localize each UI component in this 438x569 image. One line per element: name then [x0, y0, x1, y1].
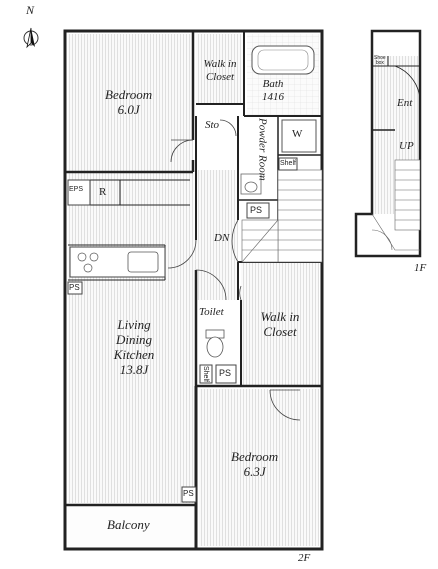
- shelf-box-toilet: [199, 364, 213, 384]
- room-size: 13.8J: [119, 361, 149, 377]
- label-line-1: Living: [117, 317, 151, 332]
- ps-box-mid: [246, 202, 270, 219]
- room-size: 1416: [262, 90, 284, 103]
- room-balcony: Balcony: [107, 517, 150, 532]
- label-eps: EPS: [69, 186, 84, 193]
- room-walk-in-closet-mid: Walk in Closet: [250, 309, 310, 340]
- ps-box-toilet: [215, 364, 237, 384]
- label-ps-kitchen: PS: [69, 283, 80, 292]
- label-ps-mid: PS: [250, 205, 263, 215]
- room-size: 6.0J: [117, 101, 140, 117]
- floor-label-1f: 1F: [414, 262, 427, 274]
- room-powder-room: Powder Room: [256, 118, 269, 181]
- room-walk-in-closet-top: Walk in Closet: [197, 58, 243, 83]
- label-line-1: Walk in: [203, 58, 237, 70]
- label-line-2: Closet: [205, 70, 235, 83]
- room-name: Bedroom: [105, 87, 153, 102]
- bedroom-bottom-floor: [199, 389, 319, 546]
- room-toilet: Toilet: [199, 306, 224, 318]
- label-line-1: Walk in: [260, 309, 300, 324]
- label-line-2: box: [375, 60, 384, 66]
- shelf-box-top: [278, 157, 298, 171]
- first-floor: [354, 29, 422, 258]
- floor-label-2f: 2F: [298, 552, 311, 564]
- label-fridge: R: [99, 186, 107, 198]
- label-line-3: Kitchen: [113, 346, 155, 362]
- toilet-icon: [205, 329, 225, 358]
- room-size: 6.3J: [243, 463, 266, 479]
- room-bedroom-top: Bedroom 6.0J: [105, 87, 153, 118]
- ps-box-bottom: [181, 486, 197, 503]
- room-sto: Sto: [205, 119, 220, 131]
- ps-box-kitchen: [67, 281, 83, 295]
- doors: [167, 119, 301, 421]
- staircase-2f: [241, 169, 323, 263]
- label-line-2: Dining: [115, 331, 153, 347]
- kitchen-counter: [69, 246, 166, 278]
- label-shelf-top: Shelf: [280, 160, 296, 167]
- room-bedroom-bottom: Bedroom 6.3J: [231, 449, 279, 480]
- washbasin-icon: [240, 173, 262, 195]
- eps-box: [67, 179, 91, 206]
- room-bath: Bath 1416: [262, 78, 284, 103]
- room-name: Bedroom: [231, 449, 279, 464]
- label-dn: DN: [214, 232, 230, 244]
- walk-in-closet-mid-floor: [241, 262, 319, 386]
- label-line-2: Closet: [263, 323, 297, 339]
- label-shelf-toilet: Shelf: [202, 366, 210, 382]
- compass-label: N: [26, 3, 35, 17]
- label-ps-bottom: PS: [183, 489, 194, 498]
- north-arrow-icon: [23, 27, 39, 49]
- label-ps-toilet: PS: [219, 368, 232, 378]
- ldk-floor: [68, 170, 196, 503]
- room-ent: Ent: [397, 97, 413, 109]
- room-ldk: Living Dining Kitchen 13.8J: [104, 317, 164, 378]
- bathtub-icon: [251, 45, 315, 75]
- room-washer: W: [292, 128, 303, 140]
- label-up: UP: [399, 140, 414, 152]
- room-name: Bath: [262, 78, 284, 90]
- label-shoe-box: Shoe box: [374, 56, 386, 66]
- bedroom-top-floor: [68, 34, 193, 170]
- label-line-1: Shoe: [374, 55, 386, 61]
- stove-icon: [77, 252, 99, 273]
- balcony-floor: [68, 506, 196, 546]
- washer-space: [281, 119, 317, 153]
- walk-in-closet-top-floor: [196, 34, 244, 104]
